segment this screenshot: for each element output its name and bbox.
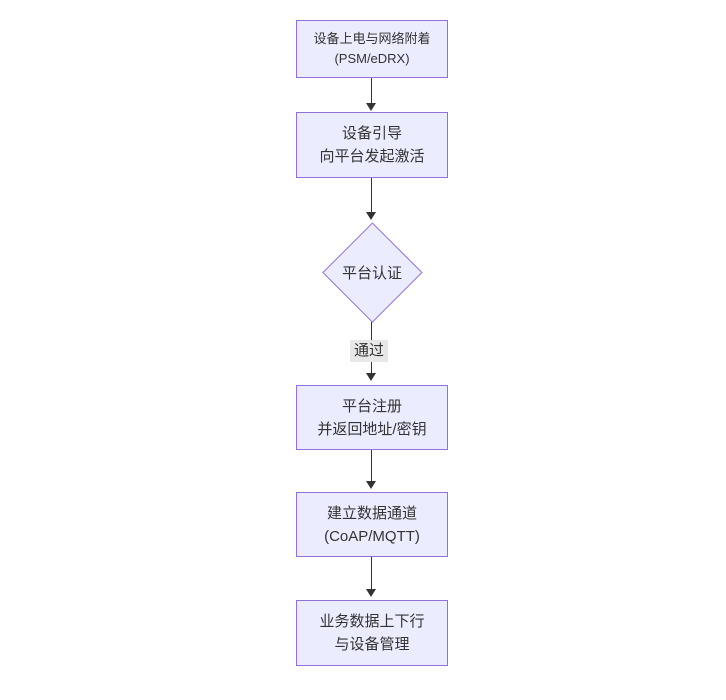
arrowhead-icon (366, 373, 376, 381)
node-power-attach: 设备上电与网络附着 (PSM/eDRX) (296, 20, 448, 78)
node-platform-register: 平台注册 并返回地址/密钥 (296, 385, 448, 450)
edge-label-pass: 通过 (350, 340, 389, 362)
edge-register-to-channel (371, 450, 372, 482)
node-platform-auth: 平台认证 (321, 221, 423, 323)
node-power-attach-line1: 设备上电与网络附着 (313, 31, 431, 46)
node-register-line2: 并返回地址/密钥 (317, 420, 427, 438)
node-bootstrap-line1: 设备引导 (341, 125, 402, 142)
node-bootstrap-line2: 向平台发起激活 (319, 148, 425, 165)
arrowhead-icon (366, 103, 376, 111)
edge-power-to-bootstrap (371, 78, 372, 104)
node-channel-line2: (CoAP/MQTT) (324, 527, 420, 545)
arrowhead-icon (366, 481, 376, 489)
node-platform-auth-label: 平台认证 (341, 264, 402, 282)
node-bootstrap-activate: 设备引导 向平台发起激活 (296, 112, 448, 178)
arrowhead-icon (366, 212, 376, 220)
node-register-line1: 平台注册 (341, 397, 402, 415)
arrowhead-icon (366, 589, 376, 597)
node-power-attach-line2: (PSM/eDRX) (334, 51, 410, 66)
node-data-channel: 建立数据通道 (CoAP/MQTT) (296, 492, 448, 557)
node-business-line1: 业务数据上下行 (319, 613, 425, 630)
edge-bootstrap-to-auth (371, 178, 372, 213)
node-business-line2: 与设备管理 (334, 636, 410, 653)
node-business-data: 业务数据上下行 与设备管理 (296, 600, 448, 666)
edge-channel-to-business (371, 557, 372, 590)
node-channel-line1: 建立数据通道 (326, 504, 417, 522)
